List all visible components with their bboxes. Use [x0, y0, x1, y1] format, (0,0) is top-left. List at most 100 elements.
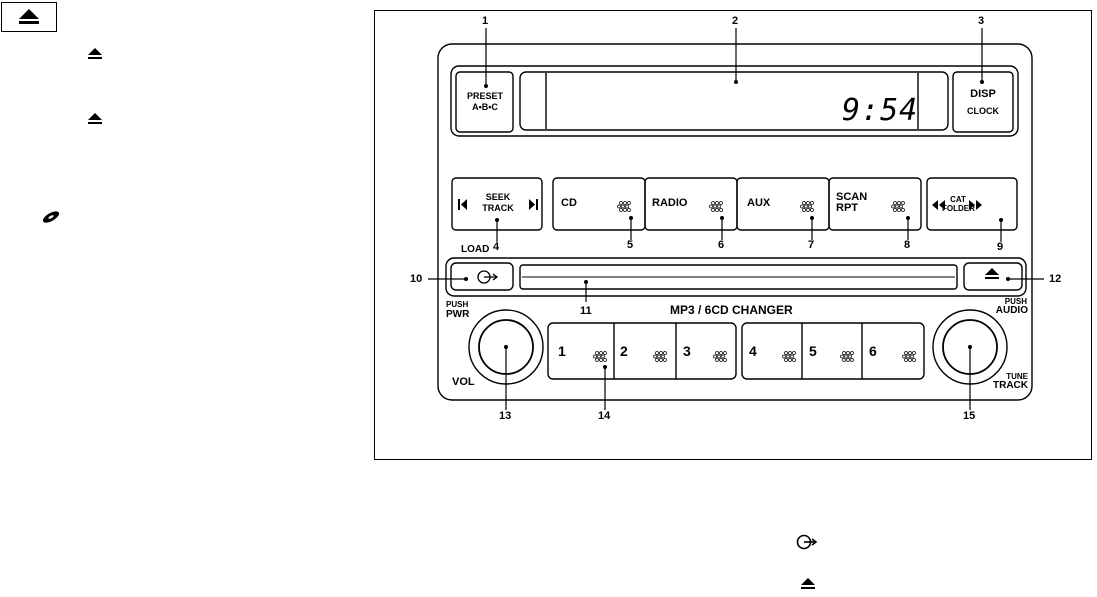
indicator-dot — [785, 352, 788, 355]
indicator-dot — [596, 359, 599, 362]
load-label: LOAD — [461, 245, 489, 255]
indicator-dot — [710, 205, 713, 208]
indicator-dot — [913, 359, 916, 362]
indicator-dot — [720, 359, 723, 362]
callout-14: 14 — [598, 411, 610, 422]
indicator-dot — [656, 359, 659, 362]
indicator-dot — [600, 352, 603, 355]
indicator-dot — [783, 355, 786, 358]
callout-11: 11 — [580, 306, 592, 317]
indicator-dot — [909, 352, 912, 355]
indicator-dot — [658, 355, 661, 358]
indicator-dot — [811, 209, 814, 212]
callout-4: 4 — [493, 242, 499, 253]
indicator-dot — [656, 352, 659, 355]
indicator-dot — [843, 359, 846, 362]
indicator-dot — [847, 352, 850, 355]
indicator-dot — [787, 355, 790, 358]
indicator-dot — [907, 355, 910, 358]
indicator-dot — [720, 352, 723, 355]
load-button — [451, 263, 513, 290]
indicator-dot — [909, 359, 912, 362]
indicator-dot — [793, 359, 796, 362]
indicator-dot — [805, 205, 808, 208]
disp-clock-label: DISPCLOCK — [953, 89, 1013, 116]
vol-label: VOL — [452, 377, 475, 388]
indicator-dot — [716, 359, 719, 362]
indicator-dot — [660, 359, 663, 362]
indicator-dot — [600, 359, 603, 362]
indicator-dot — [843, 352, 846, 355]
indicator-dot — [896, 205, 899, 208]
indicator-dot — [902, 202, 905, 205]
indicator-dot — [807, 202, 810, 205]
cd-label: CD — [561, 198, 577, 209]
indicator-dot — [628, 202, 631, 205]
display-panel — [451, 66, 1018, 136]
indicator-dot — [664, 352, 667, 355]
indicator-dot — [847, 359, 850, 362]
indicator-dot — [785, 359, 788, 362]
callout-6: 6 — [718, 240, 724, 251]
indicator-dot — [722, 355, 725, 358]
indicator-dot — [789, 359, 792, 362]
indicator-dot — [662, 355, 665, 358]
preset-label: PRESETA•B•C — [464, 92, 506, 112]
indicator-dot — [902, 209, 905, 212]
indicator-dot — [905, 352, 908, 355]
preset-2-label: 2 — [620, 344, 628, 358]
indicator-dot — [898, 202, 901, 205]
indicator-dot — [626, 205, 629, 208]
indicator-dot — [724, 352, 727, 355]
preset-3-label: 3 — [683, 344, 691, 358]
indicator-dot — [620, 209, 623, 212]
preset-5-label: 5 — [809, 344, 817, 358]
aux-label: AUX — [747, 198, 770, 209]
indicator-dot — [720, 202, 723, 205]
indicator-dot — [712, 202, 715, 205]
indicator-dot — [718, 205, 721, 208]
indicator-dot — [618, 205, 621, 208]
preset-4-label: 4 — [749, 344, 757, 358]
indicator-dot — [604, 352, 607, 355]
indicator-dot — [716, 202, 719, 205]
callout-2: 2 — [732, 16, 738, 27]
indicator-dot — [911, 355, 914, 358]
callout-10: 10 — [410, 274, 422, 285]
indicator-dot — [809, 205, 812, 208]
indicator-dot — [714, 355, 717, 358]
indicator-dot — [716, 352, 719, 355]
indicator-dot — [845, 355, 848, 358]
cd-load-icon — [478, 271, 497, 283]
callout-15: 15 — [963, 411, 975, 422]
indicator-dot — [789, 352, 792, 355]
indicator-dot — [624, 209, 627, 212]
indicator-dot — [622, 205, 625, 208]
indicator-dot — [716, 209, 719, 212]
callout-13: 13 — [499, 411, 511, 422]
track-label: TRACK — [986, 381, 1028, 391]
push-label: PUSH — [446, 301, 468, 309]
indicator-dot — [718, 355, 721, 358]
indicator-dot — [913, 352, 916, 355]
preset-1-label: 1 — [558, 344, 566, 358]
indicator-dot — [811, 202, 814, 205]
indicator-dot — [801, 205, 804, 208]
callout-7: 7 — [808, 240, 814, 251]
indicator-dot — [894, 209, 897, 212]
callout-5: 5 — [627, 240, 633, 251]
callout-9: 9 — [997, 242, 1003, 253]
pwr-label: PWR — [446, 310, 469, 320]
indicator-dot — [664, 359, 667, 362]
indicator-dot — [598, 355, 601, 358]
clock-display: 9:54 — [842, 96, 918, 126]
eject-button — [964, 263, 1022, 290]
callout-1: 1 — [482, 16, 488, 27]
indicator-dot — [807, 209, 810, 212]
indicator-dot — [720, 209, 723, 212]
audio-label: AUDIO — [990, 306, 1028, 316]
indicator-dot — [849, 355, 852, 358]
